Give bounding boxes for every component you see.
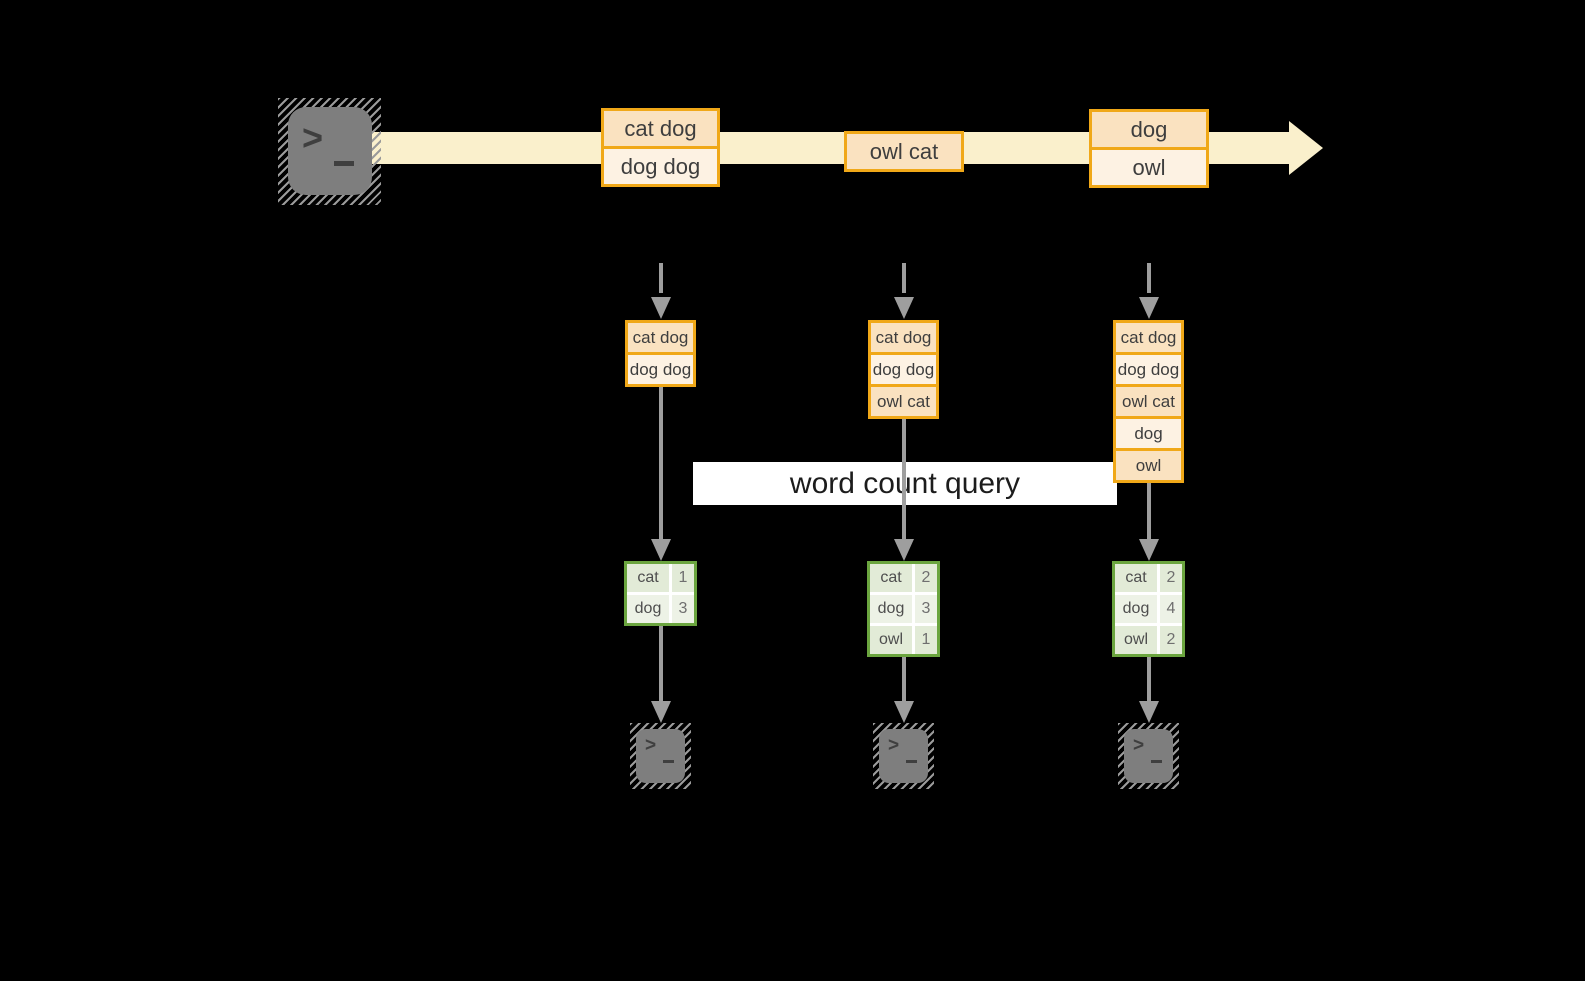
stream-event-box-1: cat dog dog dog bbox=[601, 108, 720, 187]
terminal-prompt-icon: > bbox=[302, 117, 324, 158]
terminal-cursor-icon bbox=[1151, 760, 1162, 763]
connector-line bbox=[659, 387, 663, 543]
connector-line bbox=[902, 419, 906, 543]
arrow-head bbox=[1139, 701, 1159, 723]
count-value-cell: 1 bbox=[915, 626, 937, 654]
state-row: cat dog bbox=[871, 323, 936, 352]
count-word-cell: cat bbox=[870, 564, 912, 592]
terminal-screen: > bbox=[288, 107, 372, 195]
count-word-cell: dog bbox=[627, 595, 669, 623]
count-word-cell: dog bbox=[870, 595, 912, 623]
stream-event-box-2: owl cat bbox=[844, 131, 964, 172]
count-word-cell: cat bbox=[627, 564, 669, 592]
count-row: cat 2 bbox=[1115, 564, 1182, 592]
arrow-head bbox=[894, 701, 914, 723]
count-row: owl 1 bbox=[870, 626, 937, 654]
sink-terminal-icon-3: > bbox=[1118, 723, 1179, 789]
word-count-table-1: cat 1 dog 3 bbox=[624, 561, 697, 626]
count-row: dog 3 bbox=[870, 595, 937, 623]
dashed-arrow-head bbox=[894, 297, 914, 319]
count-row: dog 3 bbox=[627, 595, 694, 623]
state-buffer-3: cat dog dog dog owl cat dog owl bbox=[1113, 320, 1184, 483]
word-count-table-2: cat 2 dog 3 owl 1 bbox=[867, 561, 940, 657]
connector-line bbox=[1147, 657, 1151, 705]
terminal-cursor-icon bbox=[663, 760, 674, 763]
connector-line bbox=[1147, 483, 1151, 543]
state-row: owl cat bbox=[871, 387, 936, 416]
event-row: dog bbox=[1092, 112, 1206, 147]
arrow-head bbox=[651, 539, 671, 561]
state-row: owl bbox=[1116, 451, 1181, 480]
terminal-screen: > bbox=[1124, 729, 1173, 783]
dashed-arrow-head bbox=[1139, 297, 1159, 319]
state-row: dog dog bbox=[1116, 355, 1181, 384]
count-word-cell: dog bbox=[1115, 595, 1157, 623]
terminal-prompt-icon: > bbox=[888, 735, 900, 756]
dashed-arrow-line bbox=[902, 263, 906, 293]
event-row: owl cat bbox=[847, 134, 961, 169]
state-buffer-1: cat dog dog dog bbox=[625, 320, 696, 387]
terminal-prompt-icon: > bbox=[1133, 735, 1145, 756]
dashed-arrow-line bbox=[659, 263, 663, 293]
arrow-head bbox=[1139, 539, 1159, 561]
state-row: cat dog bbox=[628, 323, 693, 352]
connector-line bbox=[659, 626, 663, 705]
word-count-table-3: cat 2 dog 4 owl 2 bbox=[1112, 561, 1185, 657]
dashed-arrow-line bbox=[1147, 263, 1151, 293]
count-row: cat 1 bbox=[627, 564, 694, 592]
event-row: owl bbox=[1092, 150, 1206, 185]
event-row: cat dog bbox=[604, 111, 717, 146]
terminal-prompt-icon: > bbox=[645, 735, 657, 756]
arrow-head bbox=[651, 701, 671, 723]
terminal-screen: > bbox=[636, 729, 685, 783]
count-value-cell: 1 bbox=[672, 564, 694, 592]
terminal-cursor-icon bbox=[906, 760, 917, 763]
dashed-arrow-head bbox=[651, 297, 671, 319]
state-buffer-2: cat dog dog dog owl cat bbox=[868, 320, 939, 419]
count-row: dog 4 bbox=[1115, 595, 1182, 623]
source-terminal-icon: > bbox=[278, 98, 381, 205]
stream-event-box-3: dog owl bbox=[1089, 109, 1209, 188]
terminal-screen: > bbox=[879, 729, 928, 783]
sink-terminal-icon-2: > bbox=[873, 723, 934, 789]
state-row: dog bbox=[1116, 419, 1181, 448]
count-word-cell: owl bbox=[870, 626, 912, 654]
state-row: dog dog bbox=[628, 355, 693, 384]
state-row: dog dog bbox=[871, 355, 936, 384]
count-value-cell: 4 bbox=[1160, 595, 1182, 623]
count-word-cell: owl bbox=[1115, 626, 1157, 654]
count-row: owl 2 bbox=[1115, 626, 1182, 654]
state-row: cat dog bbox=[1116, 323, 1181, 352]
terminal-cursor-icon bbox=[334, 161, 354, 166]
sink-terminal-icon-1: > bbox=[630, 723, 691, 789]
count-value-cell: 2 bbox=[1160, 564, 1182, 592]
count-row: cat 2 bbox=[870, 564, 937, 592]
stream-arrow-head bbox=[1289, 121, 1323, 175]
event-row: dog dog bbox=[604, 149, 717, 184]
count-value-cell: 3 bbox=[672, 595, 694, 623]
state-row: owl cat bbox=[1116, 387, 1181, 416]
connector-line bbox=[902, 657, 906, 705]
arrow-head bbox=[894, 539, 914, 561]
count-value-cell: 2 bbox=[1160, 626, 1182, 654]
count-word-cell: cat bbox=[1115, 564, 1157, 592]
count-value-cell: 3 bbox=[915, 595, 937, 623]
count-value-cell: 2 bbox=[915, 564, 937, 592]
